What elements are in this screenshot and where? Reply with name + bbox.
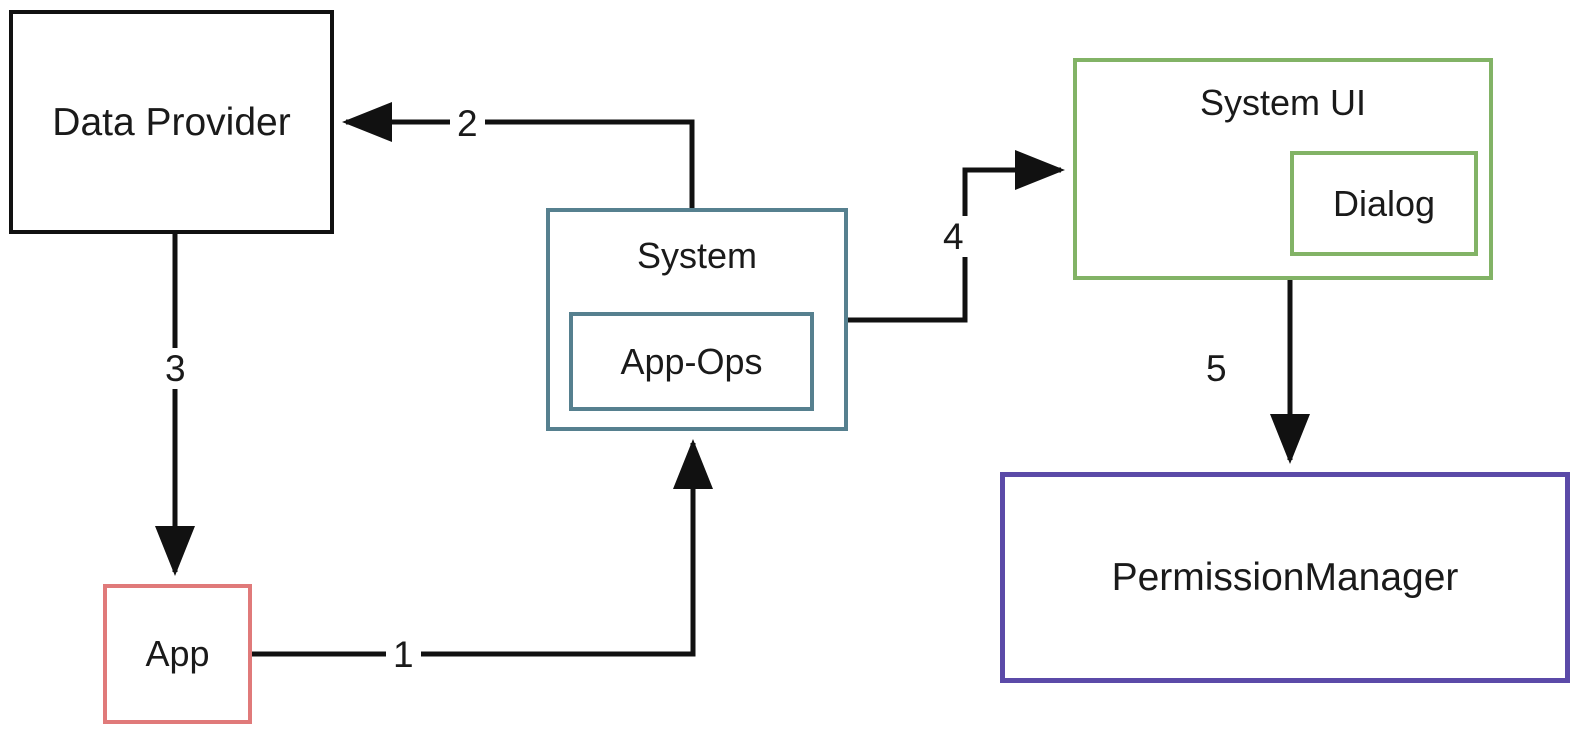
node-data-provider-label: Data Provider — [52, 100, 291, 144]
node-permission-manager-label: PermissionManager — [1111, 556, 1459, 599]
node-app-ops[interactable]: App-Ops — [569, 312, 814, 411]
node-app[interactable]: App — [103, 584, 252, 724]
node-data-provider[interactable]: Data Provider — [9, 10, 334, 234]
connector-label-1: 1 — [386, 634, 421, 675]
node-system-ui-label: System UI — [1199, 82, 1367, 123]
connector-label-3: 3 — [158, 348, 193, 389]
node-system-label: System — [636, 235, 758, 276]
node-app-label: App — [145, 633, 210, 674]
connector-1-app-to-system — [252, 438, 713, 657]
connector-label-2: 2 — [450, 103, 485, 144]
node-permission-manager[interactable]: PermissionManager — [1000, 472, 1570, 683]
node-dialog[interactable]: Dialog — [1290, 151, 1478, 256]
connector-label-5: 5 — [1199, 348, 1234, 389]
connector-2-system-to-data-provider — [341, 102, 695, 208]
node-app-ops-label: App-Ops — [620, 340, 763, 382]
node-dialog-label: Dialog — [1332, 182, 1436, 224]
connector-label-4: 4 — [936, 216, 971, 257]
